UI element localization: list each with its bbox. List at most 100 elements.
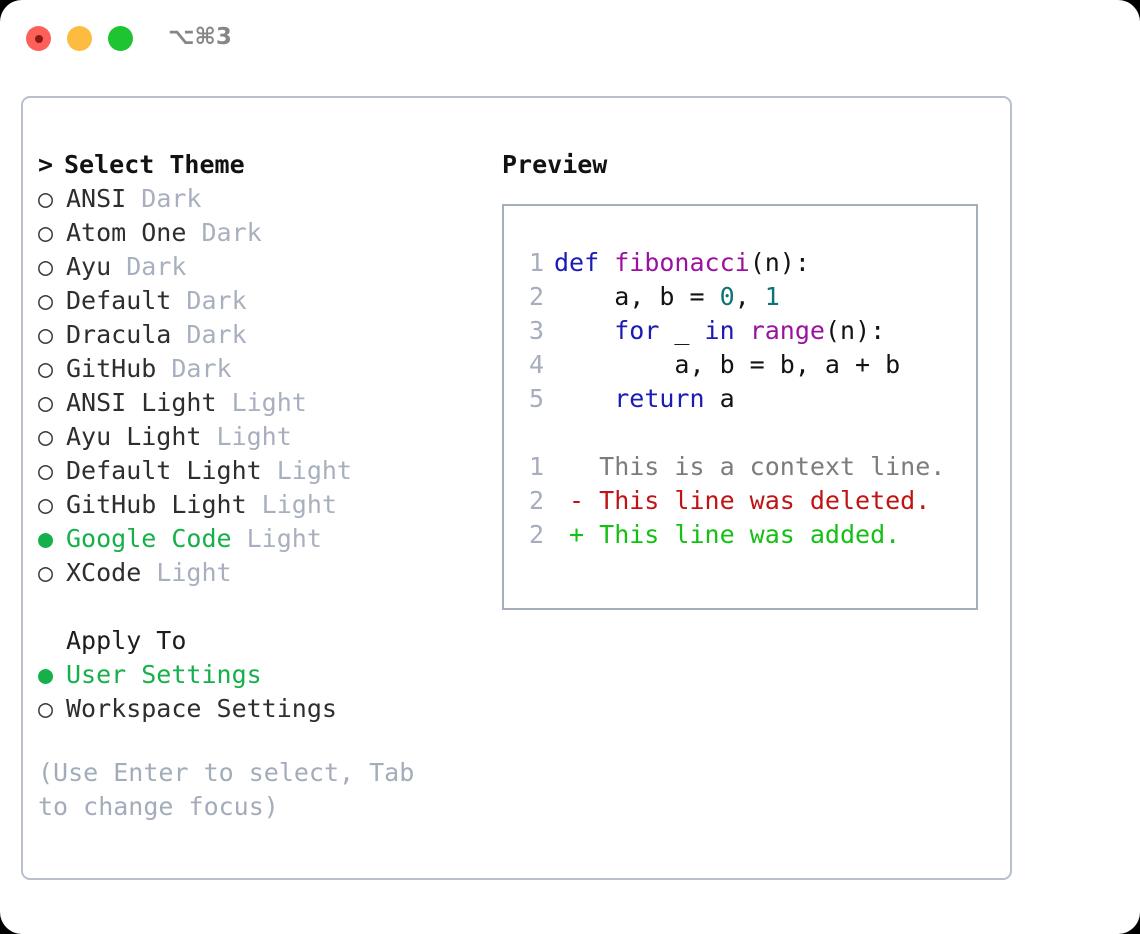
code-line-number: 4 bbox=[528, 350, 544, 379]
theme-option-github[interactable]: ○ GitHub Dark bbox=[38, 352, 468, 386]
code-token-plain bbox=[554, 384, 614, 413]
apply-to-option-user-settings[interactable]: ● User Settings bbox=[38, 658, 468, 692]
diff-spacer bbox=[518, 416, 968, 450]
theme-option-atom-one[interactable]: ○ Atom One Dark bbox=[38, 216, 468, 250]
theme-selection-column: > Select Theme ○ ANSI Dark○ Atom One Dar… bbox=[38, 148, 468, 824]
radio-unselected-icon: ○ bbox=[38, 218, 69, 247]
minimize-button-icon[interactable] bbox=[67, 26, 92, 51]
theme-option-label: Default bbox=[66, 286, 187, 315]
keyboard-hint-text: (Use Enter to select, Tab to change focu… bbox=[38, 758, 430, 821]
code-line-number: 2 bbox=[528, 282, 544, 311]
diff-line-text: + This line was added. bbox=[554, 520, 901, 549]
title-bar: ⌥⌘3 bbox=[0, 0, 1140, 78]
theme-option-label: XCode bbox=[66, 558, 157, 587]
theme-option-label: Ayu bbox=[66, 252, 127, 281]
theme-option-category: Light bbox=[261, 490, 337, 519]
code-token-fn: range bbox=[749, 316, 825, 345]
heading-caret-icon: > bbox=[38, 150, 69, 179]
theme-option-label: ANSI Light bbox=[66, 388, 232, 417]
theme-list: ○ ANSI Dark○ Atom One Dark○ Ayu Dark○ De… bbox=[38, 182, 468, 590]
radio-unselected-icon: ○ bbox=[38, 456, 69, 485]
code-token-plain: _ bbox=[659, 316, 705, 345]
code-token-plain: (n): bbox=[824, 316, 886, 345]
code-token-kw: for bbox=[614, 316, 660, 345]
theme-option-ansi-light[interactable]: ○ ANSI Light Light bbox=[38, 386, 468, 420]
theme-option-dracula[interactable]: ○ Dracula Dark bbox=[38, 318, 468, 352]
code-token-plain: , bbox=[734, 282, 765, 311]
diff-line-add: 2 + This line was added. bbox=[518, 518, 968, 552]
code-line-number: 5 bbox=[528, 384, 544, 413]
panel-columns: > Select Theme ○ ANSI Dark○ Atom One Dar… bbox=[23, 98, 1010, 878]
theme-option-label: Atom One bbox=[66, 218, 202, 247]
preview-heading: Preview bbox=[502, 150, 608, 179]
theme-option-xcode[interactable]: ○ XCode Light bbox=[38, 556, 468, 590]
main-panel: > Select Theme ○ ANSI Dark○ Atom One Dar… bbox=[21, 96, 1012, 880]
theme-option-label: ANSI bbox=[66, 184, 142, 213]
theme-option-default-light[interactable]: ○ Default Light Light bbox=[38, 454, 468, 488]
radio-unselected-icon: ○ bbox=[38, 320, 69, 349]
theme-option-default[interactable]: ○ Default Dark bbox=[38, 284, 468, 318]
theme-option-ayu-light[interactable]: ○ Ayu Light Light bbox=[38, 420, 468, 454]
code-token-plain: (n): bbox=[749, 248, 810, 277]
radio-selected-icon: ● bbox=[38, 524, 69, 553]
code-token-plain: a, b = b, a + b bbox=[554, 350, 901, 379]
theme-option-label: GitHub Light bbox=[66, 490, 262, 519]
diff-line-number: 1 bbox=[528, 452, 544, 481]
code-token-kw: in bbox=[704, 316, 735, 345]
code-token-plain bbox=[735, 316, 750, 345]
code-line: 4 a, b = b, a + b bbox=[518, 348, 968, 382]
diff-line-del: 2 - This line was deleted. bbox=[518, 484, 968, 518]
theme-option-category: Dark bbox=[186, 286, 247, 315]
code-token-fn: fibonacci bbox=[614, 248, 750, 277]
diff-line-text: - This line was deleted. bbox=[554, 486, 931, 515]
apply-to-list: ● User Settings○ Workspace Settings bbox=[38, 658, 468, 726]
radio-unselected-icon: ○ bbox=[38, 252, 69, 281]
code-token-plain: a bbox=[704, 384, 735, 413]
apply-to-option-label: Workspace Settings bbox=[66, 694, 337, 723]
theme-option-label: Dracula bbox=[66, 320, 187, 349]
theme-option-category: Light bbox=[156, 558, 232, 587]
traffic-light-controls bbox=[26, 26, 133, 51]
apply-to-option-workspace-settings[interactable]: ○ Workspace Settings bbox=[38, 692, 468, 726]
theme-option-ayu[interactable]: ○ Ayu Dark bbox=[38, 250, 468, 284]
radio-unselected-icon: ○ bbox=[38, 422, 69, 451]
diff-line-text: This is a context line. bbox=[554, 452, 946, 481]
select-theme-heading-label: Select Theme bbox=[64, 150, 245, 179]
apply-to-option-label: User Settings bbox=[66, 660, 262, 689]
theme-option-label: Ayu Light bbox=[66, 422, 217, 451]
code-token-num: 1 bbox=[764, 282, 780, 311]
zoom-button-icon[interactable] bbox=[108, 26, 133, 51]
theme-option-category: Dark bbox=[171, 354, 232, 383]
theme-option-category: Dark bbox=[141, 184, 202, 213]
diff-sample: 1 This is a context line. 2 - This line w… bbox=[518, 450, 968, 552]
radio-unselected-icon: ○ bbox=[38, 354, 69, 383]
list-spacer bbox=[38, 590, 468, 624]
radio-unselected-icon: ○ bbox=[38, 184, 69, 213]
apply-to-heading: Apply To bbox=[66, 626, 187, 655]
radio-unselected-icon: ○ bbox=[38, 694, 69, 723]
theme-option-ansi[interactable]: ○ ANSI Dark bbox=[38, 182, 468, 216]
keyboard-shortcut-label: ⌥⌘3 bbox=[168, 24, 232, 50]
code-token-plain: a, b = bbox=[554, 282, 720, 311]
theme-option-category: Light bbox=[231, 388, 307, 417]
theme-option-category: Light bbox=[216, 422, 292, 451]
close-button-icon[interactable] bbox=[26, 26, 51, 51]
radio-selected-icon: ● bbox=[38, 660, 69, 689]
code-line-number: 3 bbox=[528, 316, 544, 345]
theme-option-google-code[interactable]: ● Google Code Light bbox=[38, 522, 468, 556]
code-token-num: 0 bbox=[719, 282, 735, 311]
select-theme-heading: > Select Theme bbox=[38, 148, 468, 182]
theme-option-category: Light bbox=[276, 456, 352, 485]
code-token-kw: def bbox=[554, 248, 615, 277]
radio-unselected-icon: ○ bbox=[38, 558, 69, 587]
theme-option-github-light[interactable]: ○ GitHub Light Light bbox=[38, 488, 468, 522]
theme-option-label: Default Light bbox=[66, 456, 277, 485]
theme-option-category: Dark bbox=[186, 320, 247, 349]
theme-option-category: Light bbox=[246, 524, 322, 553]
diff-line-number: 2 bbox=[528, 486, 544, 515]
code-token-kw: return bbox=[614, 384, 705, 413]
